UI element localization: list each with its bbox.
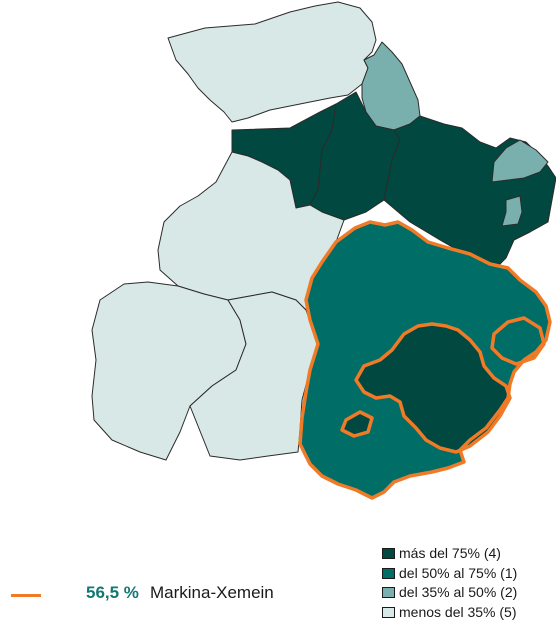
legend-label: menos del 35% (5) bbox=[399, 603, 517, 620]
legend-item: del 50% al 75% (1) bbox=[382, 565, 554, 583]
markina-xemein-inner-outline bbox=[354, 322, 512, 454]
municipality-north-band-center[interactable] bbox=[309, 91, 401, 221]
municipality-south-center[interactable] bbox=[189, 291, 319, 461]
markina-xemein-outline bbox=[298, 220, 552, 500]
highlight-value: 56,5 % bbox=[86, 583, 139, 602]
municipality-east-enclave-north[interactable] bbox=[491, 139, 549, 183]
highlight-name: Markina-Xemein bbox=[150, 583, 274, 602]
region-map bbox=[91, 1, 556, 500]
legend-item: del 35% al 50% (2) bbox=[382, 584, 554, 602]
municipality-north-coast[interactable] bbox=[361, 41, 421, 131]
highlight-row: 56,5 % Markina-Xemein bbox=[8, 583, 348, 607]
legend-swatch bbox=[382, 567, 395, 579]
legend-label: del 35% al 50% (2) bbox=[399, 584, 518, 600]
highlight-line-marker bbox=[11, 594, 41, 597]
markina-xemein-small-outline bbox=[340, 410, 374, 438]
legend-label: del 50% al 75% (1) bbox=[399, 564, 518, 581]
markina-xemein-pocket-outline bbox=[490, 316, 546, 366]
legend-item: más del 75% (4) bbox=[382, 545, 554, 563]
legend-swatch bbox=[382, 606, 395, 618]
legend-swatch bbox=[382, 548, 395, 559]
municipality-east-enclave-south[interactable] bbox=[501, 195, 523, 227]
legend-swatch bbox=[382, 587, 395, 598]
legend: más del 75% (4) del 50% al 75% (1) del 3… bbox=[382, 545, 554, 623]
legend-item: menos del 35% (5) bbox=[382, 604, 554, 622]
legend-label: más del 75% (4) bbox=[399, 545, 501, 561]
